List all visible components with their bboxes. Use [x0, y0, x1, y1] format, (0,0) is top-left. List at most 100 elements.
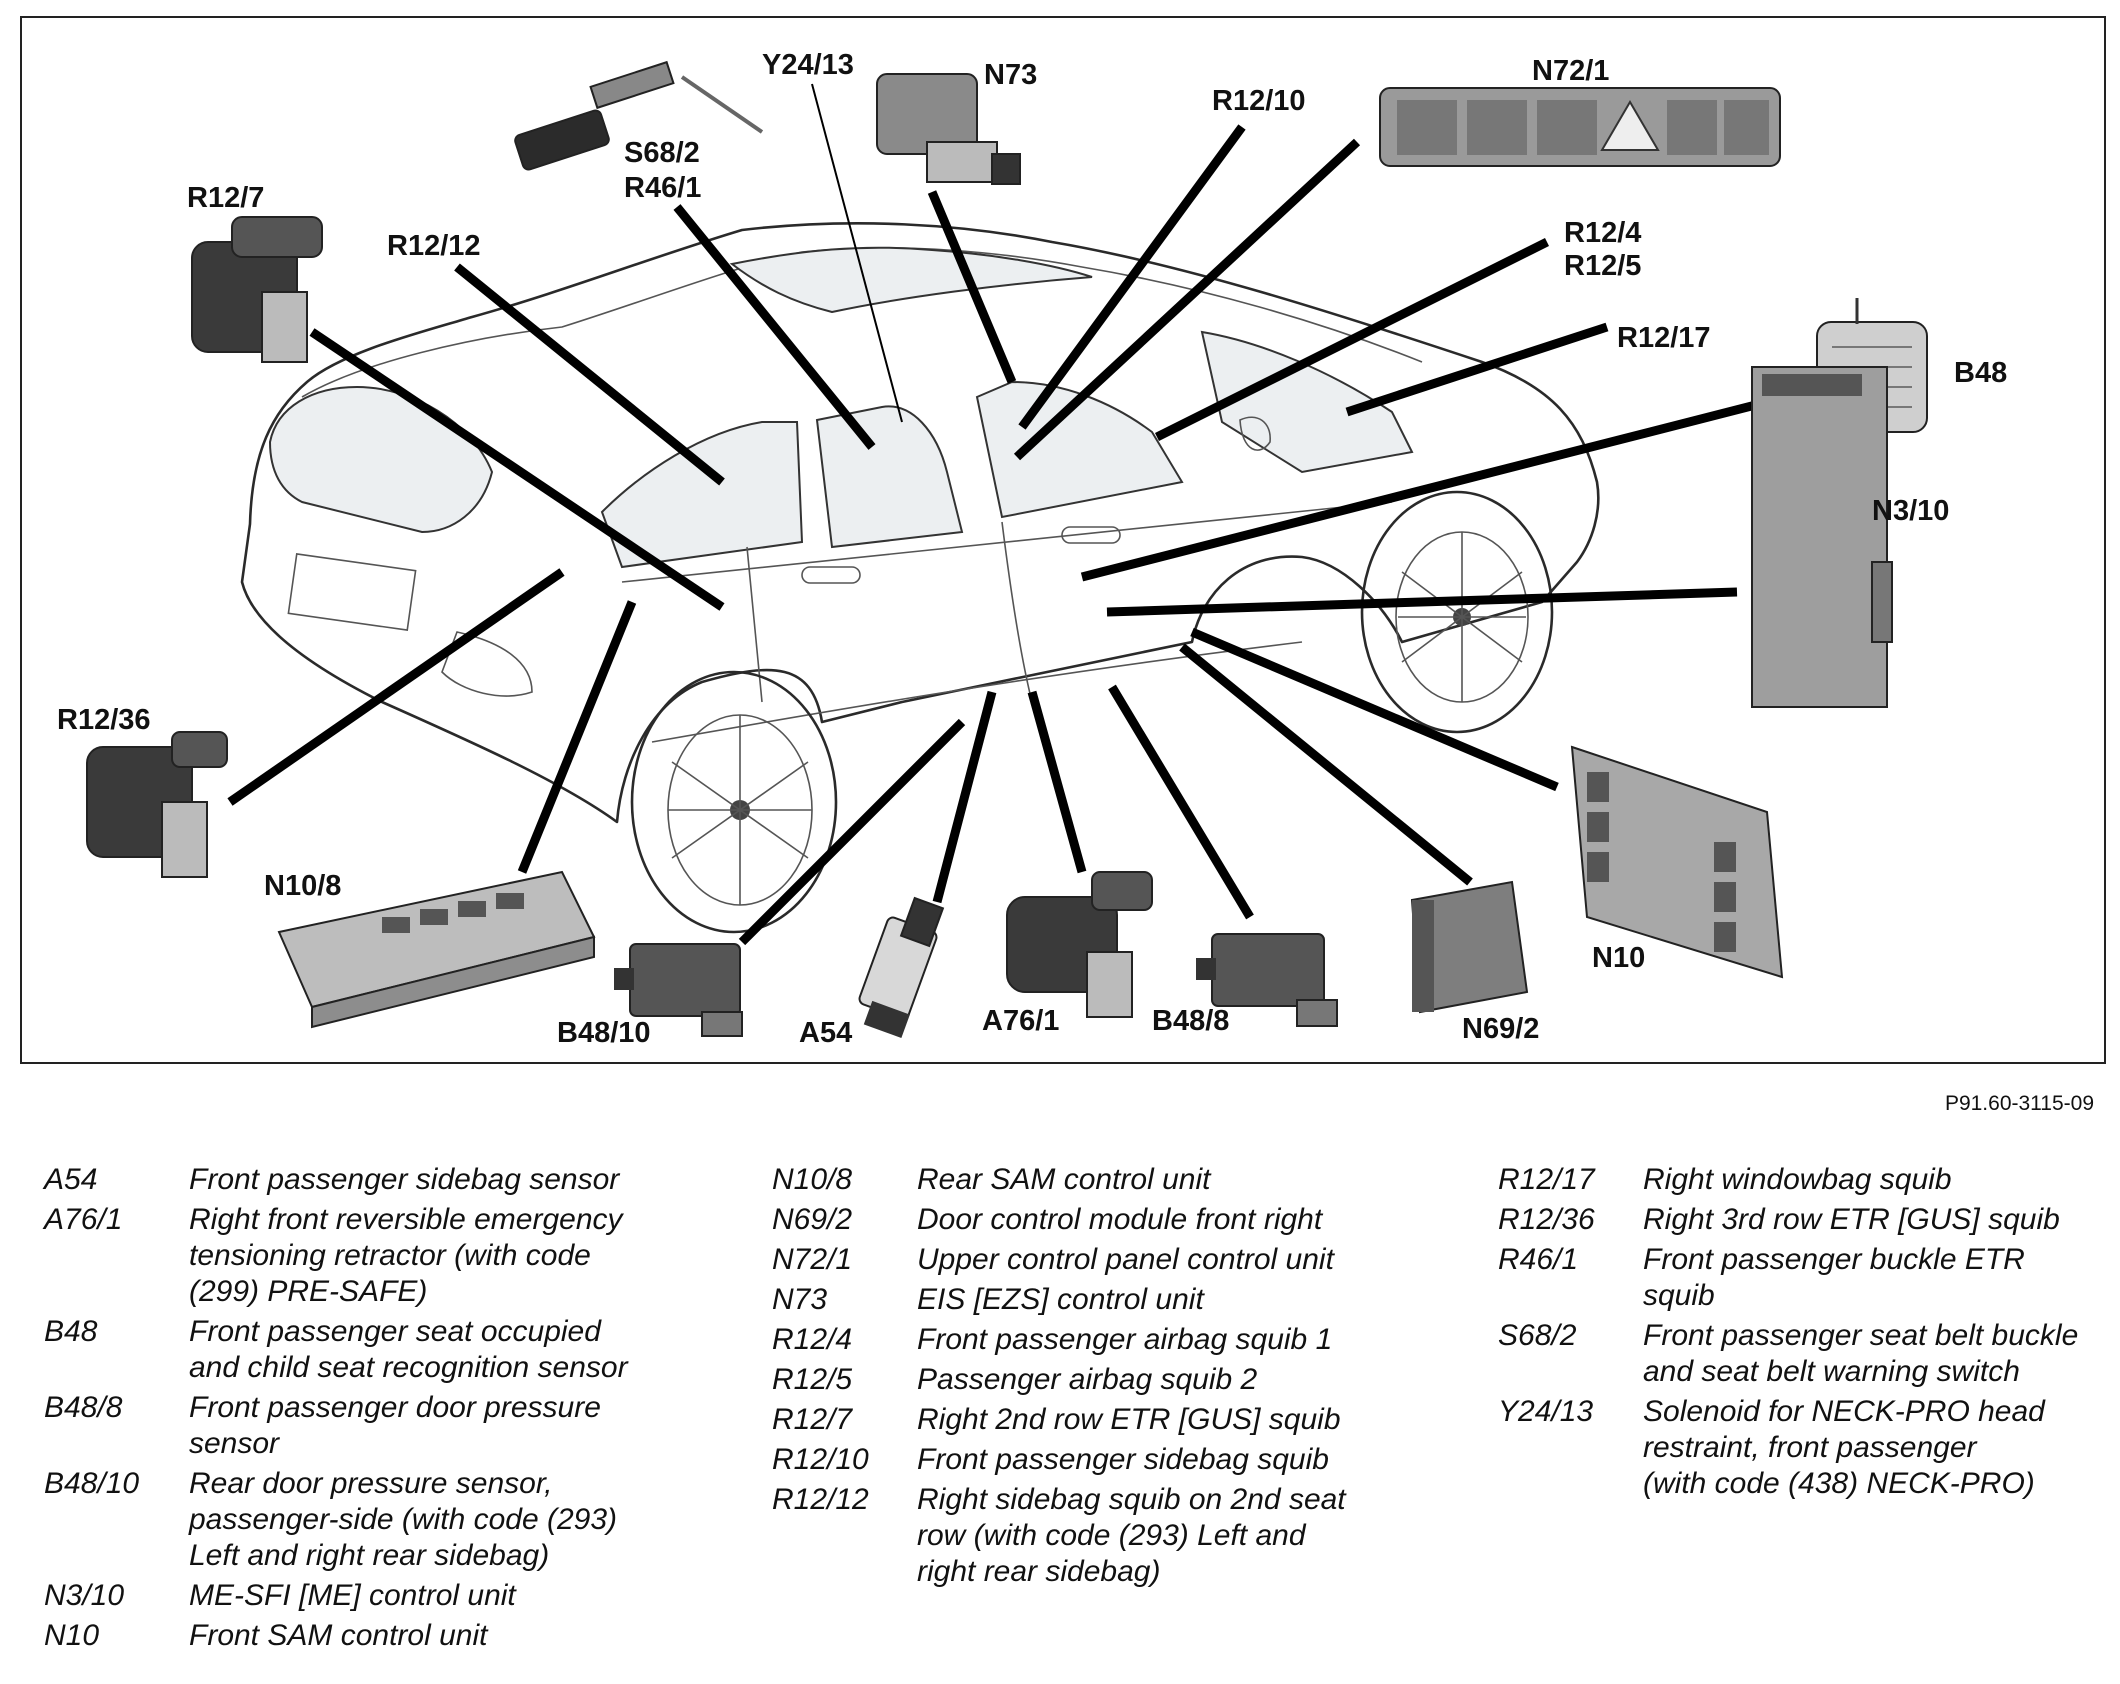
legend-code: N73	[772, 1283, 828, 1316]
legend-item: B48/10 Rear door pressure sensor, passeng…	[44, 1466, 684, 1574]
legend-description: Front passenger buckle ETR squib	[1643, 1243, 2025, 1312]
legend-item: A76/1 Right front reversible emergency te…	[44, 1202, 684, 1310]
legend-description: EIS [EZS] control unit	[917, 1283, 1204, 1316]
legend-description: ME-SFI [ME] control unit	[189, 1579, 516, 1612]
legend-description: Right 3rd row ETR [GUS] squib	[1643, 1203, 2060, 1236]
callout-r12-12: R12/12	[387, 230, 481, 262]
callout-n10-8: N10/8	[264, 870, 341, 902]
legend-description: Front passenger sidebag sensor	[189, 1163, 620, 1196]
callout-r12-5: R12/5	[1564, 250, 1641, 282]
callout-r12-10: R12/10	[1212, 85, 1306, 117]
legend-code: B48/8	[44, 1391, 123, 1424]
legend-description: Front passenger seat belt buckle and sea…	[1643, 1319, 2079, 1388]
rear-wheel	[630, 670, 838, 934]
leader-lines	[227, 83, 1789, 946]
legend-item: R12/10 Front passenger sidebag squib	[772, 1442, 1412, 1478]
legend-item: N10 Front SAM control unit	[44, 1618, 684, 1654]
legend-item: Y24/13 Solenoid for NECK-PRO head restrai…	[1498, 1394, 2098, 1502]
callout-a76-1: A76/1	[982, 1005, 1059, 1037]
legend-item: A54 Front passenger sidebag sensor	[44, 1162, 684, 1198]
legend-description: Rear SAM control unit	[917, 1163, 1211, 1196]
legend-code: N10/8	[772, 1163, 853, 1196]
callout-n10: N10	[1592, 942, 1645, 974]
callout-r12-36: R12/36	[57, 704, 151, 736]
legend-item: N69/2 Door control module front right	[772, 1202, 1412, 1238]
legend-item: N73 EIS [EZS] control unit	[772, 1282, 1412, 1318]
callout-r12-4: R12/4	[1564, 217, 1641, 249]
legend-code: B48/10	[44, 1467, 140, 1500]
diagram-frame: R12/7 R12/12 S68/2 R46/1 Y24/13 N73 R12/…	[20, 16, 2106, 1064]
figure-reference-code: P91.60-3115-09	[1944, 1092, 2094, 1115]
b48-8-component	[1196, 933, 1338, 1027]
legend-item: R12/17 Right windowbag squib	[1498, 1162, 2098, 1198]
callout-y24-13: Y24/13	[762, 49, 854, 81]
legend-description: Passenger airbag squib 2	[917, 1363, 1258, 1396]
legend-code: Y24/13	[1498, 1395, 1594, 1428]
callout-b48-10: B48/10	[557, 1017, 651, 1049]
legend-description: Door control module front right	[917, 1203, 1323, 1236]
legend-code: A76/1	[44, 1203, 123, 1236]
legend-item: R12/4 Front passenger airbag squib 1	[772, 1322, 1412, 1358]
r12-36-component	[86, 731, 228, 878]
n10-8-component	[277, 870, 596, 1029]
legend-description: Front passenger door pressure sensor	[189, 1391, 601, 1460]
legend-description: Front passenger airbag squib 1	[917, 1323, 1333, 1356]
legend-code: R12/36	[1498, 1203, 1595, 1236]
legend-code: R12/17	[1498, 1163, 1595, 1196]
callout-n72-1: N72/1	[1532, 55, 1609, 87]
b48-10-component	[614, 943, 743, 1037]
legend-item: N10/8 Rear SAM control unit	[772, 1162, 1412, 1198]
legend-item: R46/1 Front passenger buckle ETR squib	[1498, 1242, 2098, 1314]
n10-component	[1570, 745, 1784, 979]
legend-item: B48/8 Front passenger door pressure senso…	[44, 1390, 684, 1462]
a54-component	[858, 896, 945, 1039]
legend-item: S68/2 Front passenger seat belt buckle an…	[1498, 1318, 2098, 1390]
a76-1-component	[1006, 871, 1153, 1018]
legend-description: Rear door pressure sensor, passenger-sid…	[189, 1467, 618, 1572]
legend-description: Front SAM control unit	[189, 1619, 488, 1652]
n69-2-component	[1410, 880, 1529, 1014]
callout-r12-17: R12/17	[1617, 322, 1711, 354]
legend-code: R46/1	[1498, 1243, 1579, 1276]
callout-r12-7: R12/7	[187, 182, 264, 214]
callout-n3-10: N3/10	[1872, 495, 1949, 527]
legend-description: Right front reversible emergency tension…	[189, 1203, 623, 1308]
legend-description: Front passenger sidebag squib	[917, 1443, 1329, 1476]
n72-1-component	[1379, 87, 1781, 167]
legend-description: Right windowbag squib	[1643, 1163, 1952, 1196]
legend-description: Solenoid for NECK-PRO head restraint, fr…	[1643, 1395, 2045, 1500]
legend-description: Right 2nd row ETR [GUS] squib	[917, 1403, 1341, 1436]
legend-code: B48	[44, 1315, 98, 1348]
legend-code: N72/1	[772, 1243, 853, 1276]
legend-code: S68/2	[1498, 1319, 1577, 1352]
legend-description: Right sidebag squib on 2nd seat row (wit…	[917, 1483, 1346, 1588]
legend-code: R12/4	[772, 1323, 853, 1356]
legend-item: R12/12 Right sidebag squib on 2nd seat ro…	[772, 1482, 1412, 1590]
legend-code: R12/7	[772, 1403, 853, 1436]
front-wheel	[1360, 490, 1554, 734]
callout-b48: B48	[1954, 357, 2007, 389]
legend-description: Upper control panel control unit	[917, 1243, 1334, 1276]
legend-item: N72/1 Upper control panel control unit	[772, 1242, 1412, 1278]
n3-10-component	[1751, 366, 1893, 708]
callout-b48-8: B48/8	[1152, 1005, 1229, 1037]
legend-code: N69/2	[772, 1203, 853, 1236]
legend-code: R12/12	[772, 1483, 869, 1516]
callout-labels: R12/7 R12/12 S68/2 R46/1 Y24/13 N73 R12/…	[57, 49, 2007, 1049]
legend-code: R12/10	[772, 1443, 869, 1476]
legend-item: R12/7 Right 2nd row ETR [GUS] squib	[772, 1402, 1412, 1438]
legend-code: N10	[44, 1619, 100, 1652]
callout-a54: A54	[799, 1017, 852, 1049]
component-location-diagram: R12/7 R12/12 S68/2 R46/1 Y24/13 N73 R12/…	[57, 49, 2007, 1049]
callout-r46-1: R46/1	[624, 172, 701, 204]
callout-n73: N73	[984, 59, 1037, 91]
legend-item: R12/36 Right 3rd row ETR [GUS] squib	[1498, 1202, 2098, 1238]
s68-2-component	[514, 60, 764, 171]
legend-code: A54	[44, 1163, 98, 1196]
callout-n69-2: N69/2	[1462, 1013, 1539, 1045]
